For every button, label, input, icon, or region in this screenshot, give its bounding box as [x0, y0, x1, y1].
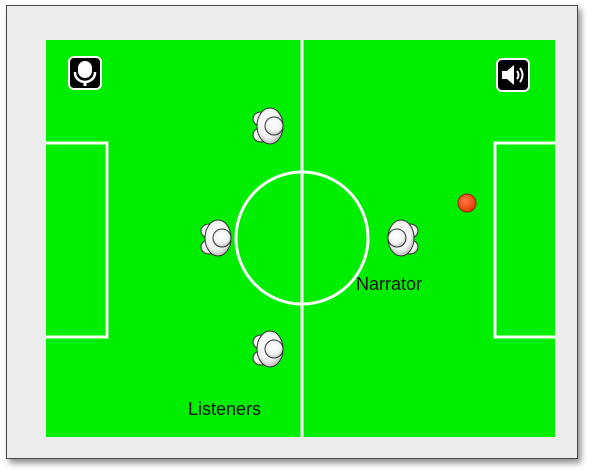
player-left	[201, 220, 231, 256]
player-top	[253, 108, 283, 144]
listeners-label: Listeners	[188, 399, 261, 420]
ball	[458, 194, 476, 212]
speaker-icon	[496, 58, 530, 92]
player-bottom	[253, 331, 283, 367]
narrator-label: Narrator	[356, 274, 422, 295]
microphone-icon	[68, 56, 102, 90]
player-narrator	[388, 220, 418, 256]
